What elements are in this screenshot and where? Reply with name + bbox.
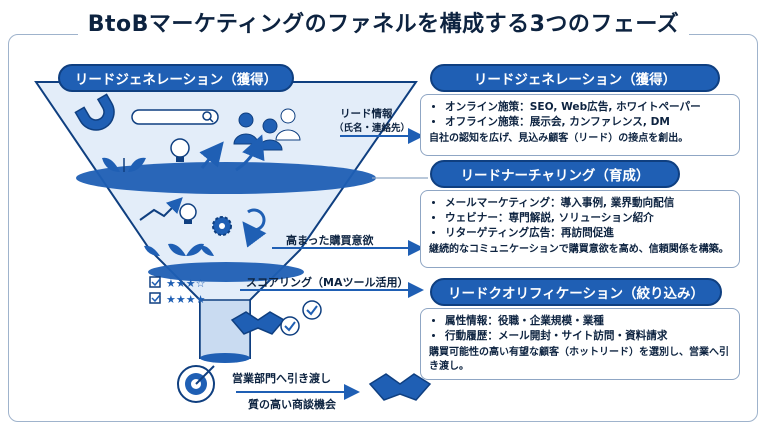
phase-2-bullet: リターゲティング広告：再訪問促進: [445, 226, 731, 241]
target-icon: [177, 365, 215, 403]
phase-3-heading: リードクオリフィケーション（絞り込み）: [430, 278, 722, 306]
phase-2-heading: リードナーチャリング（育成）: [430, 160, 680, 188]
funnel-top-label: リードジェネレーション（獲得）: [58, 64, 294, 92]
handoff-label: 営業部門へ引き渡し: [232, 372, 331, 385]
growth-arrow-icon: [199, 134, 265, 172]
phase-3-bullet: 行動履歴：メール開封・サイト訪問・資料請求: [445, 329, 731, 344]
scoring-label: スコアリング（MAツール活用）: [246, 276, 409, 289]
phase-1-note: 自社の認知を広げ、見込み顧客（リード）の接点を創出。: [429, 133, 689, 144]
svg-text:★★★☆: ★★★☆: [166, 277, 206, 290]
opportunity-label: 質の高い商談機会: [248, 398, 336, 411]
deal-handshake-icon: [368, 373, 432, 401]
idea-bulb-icon: [179, 203, 197, 224]
page-title: BtoBマーケティングのファネルを構成する3つのフェーズ: [0, 6, 767, 38]
phase-3-note: 購買可能性の高い有望な顧客（ホットリード）を選別し、営業へ引き渡し。: [429, 347, 729, 372]
phase-3-bullet: 属性情報：役職・企業規模・業種: [445, 314, 731, 329]
phase-1-bullet: オフライン施策：展示会, カンファレンス, DM: [445, 115, 731, 130]
lead-info-sub-label: （氏名・連絡先）: [334, 123, 411, 134]
magnet-icon: [74, 93, 115, 131]
phase-2-bullet: ウェビナー：専門解説, ソリューション紹介: [445, 211, 731, 226]
phase-1-bullet: オンライン施策：SEO, Web広告, ホワイトペーパー: [445, 100, 731, 115]
phase-1-card: オンライン施策：SEO, Web広告, ホワイトペーパー オフライン施策：展示会…: [420, 94, 740, 156]
svg-text:★★★★: ★★★★: [166, 293, 206, 306]
search-bar-icon: [131, 109, 219, 125]
phase-2-card: メールマーケティング：導入事例, 業界動向配信 ウェビナー：専門解説, ソリュー…: [420, 190, 740, 268]
checklist-icon: ★★★☆ ★★★★: [149, 276, 206, 306]
phase-1-heading: リードジェネレーション（獲得）: [430, 64, 720, 92]
lead-info-label: リード情報: [340, 108, 393, 120]
plants-icon: [144, 243, 214, 256]
gear-icon: [212, 216, 232, 236]
phase-2-note: 継続的なコミュニケーションで購買意欲を高め、信頼関係を構築。: [429, 244, 729, 255]
sprout-icon: [102, 157, 146, 172]
chart-up-icon: [139, 197, 183, 221]
cycle-icon: [242, 208, 267, 248]
check-circle-icon: [280, 300, 322, 336]
intent-label: 高まった購買意欲: [286, 234, 374, 247]
connector-arrows: [236, 128, 424, 400]
phase-3-card: 属性情報：役職・企業規模・業種 行動履歴：メール開封・サイト訪問・資料請求 購買…: [420, 308, 740, 380]
lightbulb-icon: [170, 138, 190, 162]
phase-2-bullet: メールマーケティング：導入事例, 業界動向配信: [445, 196, 731, 211]
